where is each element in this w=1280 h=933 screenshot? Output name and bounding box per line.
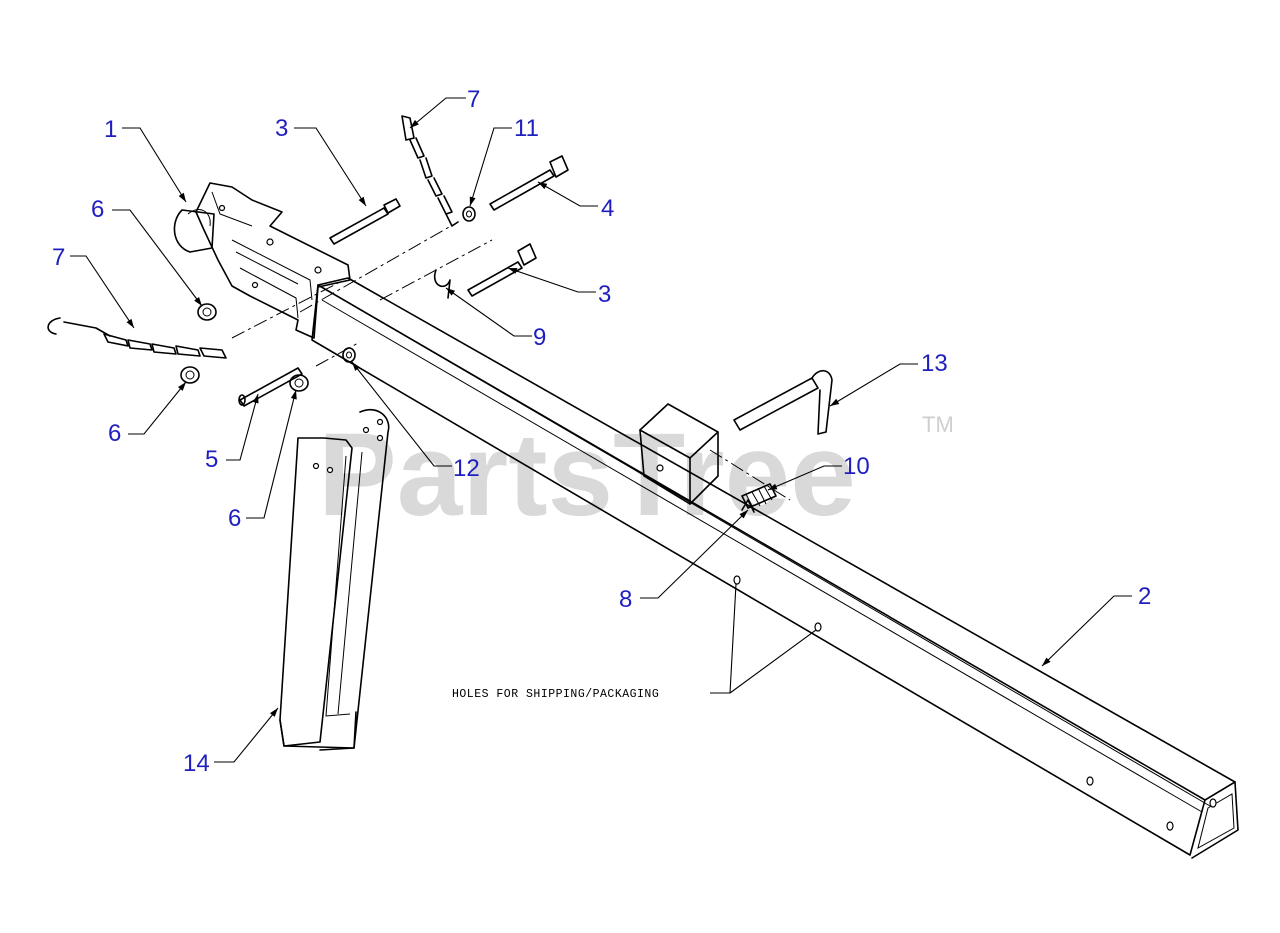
watermark-text: PartsTree (318, 409, 856, 541)
callout-leader-line (122, 127, 187, 203)
callout-c12: 12 (351, 361, 480, 482)
callout-leader-line (128, 381, 187, 435)
callout-c4: 4 (537, 181, 614, 222)
callout-arrowhead (178, 382, 186, 391)
callout-number: 1 (104, 116, 117, 143)
callout-arrowhead (768, 483, 778, 490)
callout-arrowhead (739, 510, 748, 519)
callout-number: 13 (921, 350, 948, 377)
coupler (173, 182, 351, 339)
callout-c13: 13 (829, 350, 948, 407)
callout-arrowhead (469, 196, 476, 206)
callout-number: 4 (601, 195, 614, 222)
callout-arrowhead (446, 288, 456, 296)
callout-arrowhead (352, 362, 360, 371)
callout-number: 8 (619, 586, 632, 613)
callout-leader-line (445, 287, 532, 337)
callout-c7a: 7 (52, 244, 135, 329)
callout-c7b: 7 (409, 86, 480, 129)
callout-arrowhead (126, 318, 134, 328)
jack-stand (279, 408, 390, 751)
callout-number: 3 (275, 115, 288, 142)
callout-number: 11 (514, 115, 539, 142)
callout-arrowhead (410, 119, 419, 128)
shipping-holes-leader (710, 583, 817, 694)
callout-number: 2 (1138, 583, 1151, 610)
callout-c8: 8 (619, 509, 749, 613)
shipping-holes-note: HOLES FOR SHIPPING/PACKAGING (452, 688, 659, 701)
callout-c10: 10 (767, 453, 870, 491)
pins (238, 155, 569, 407)
callout-leader-line (246, 389, 297, 519)
latch-assembly (639, 369, 833, 513)
callout-c11: 11 (469, 115, 539, 207)
callout-number: 3 (598, 281, 611, 308)
callout-number: 7 (467, 86, 480, 113)
callout-arrowhead (1042, 657, 1051, 666)
callout-c6a: 6 (91, 196, 203, 307)
callout-c3a: 3 (275, 115, 367, 207)
callout-number: 5 (205, 446, 218, 473)
callout-leader-line (469, 127, 512, 207)
callout-number: 7 (52, 244, 65, 271)
callout-arrowhead (178, 192, 186, 202)
callout-c3b: 3 (507, 267, 611, 308)
callout-number: 14 (183, 750, 210, 777)
callout-c1: 1 (104, 116, 187, 203)
callout-arrowhead (538, 182, 548, 190)
callout-leader-line (226, 393, 259, 461)
safety-chains (47, 115, 459, 359)
tongue-tube (311, 277, 1239, 859)
callout-c2: 2 (1041, 583, 1151, 667)
callout-leader-line (351, 361, 452, 467)
callout-arrowhead (252, 394, 259, 404)
callout-number: 6 (228, 505, 241, 532)
callout-leader-line (767, 465, 842, 491)
callout-c6b: 6 (108, 381, 187, 447)
watermark-trademark: TM (922, 412, 954, 437)
callout-arrowhead (194, 297, 202, 306)
callout-number: 6 (108, 420, 121, 447)
callout-leader-line (112, 209, 203, 307)
callout-leader-line (1041, 595, 1132, 667)
callout-leader-line (214, 707, 279, 763)
callout-leader-line (537, 181, 598, 207)
callout-arrowhead (830, 398, 840, 406)
callout-c6c: 6 (228, 389, 297, 532)
callout-leader-line (294, 127, 367, 207)
callout-leader-line (640, 509, 749, 599)
callout-arrowhead (269, 708, 278, 717)
callout-number: 12 (453, 455, 480, 482)
callout-number: 6 (91, 196, 104, 223)
callout-arrowhead (358, 196, 366, 206)
callout-leader-line (829, 363, 918, 407)
fasteners (180, 206, 476, 392)
callout-c9: 9 (445, 287, 546, 351)
callout-number: 9 (533, 324, 546, 351)
callout-c5: 5 (205, 393, 259, 473)
callout-leader-line (507, 267, 596, 293)
watermark: PartsTree TM (318, 409, 954, 541)
callout-number: 10 (843, 453, 870, 480)
callout-arrowhead (290, 390, 297, 400)
callout-arrowhead (508, 268, 518, 274)
callout-leader-line (70, 255, 135, 329)
callout-leader-line (409, 97, 466, 129)
callout-c14: 14 (183, 707, 279, 777)
